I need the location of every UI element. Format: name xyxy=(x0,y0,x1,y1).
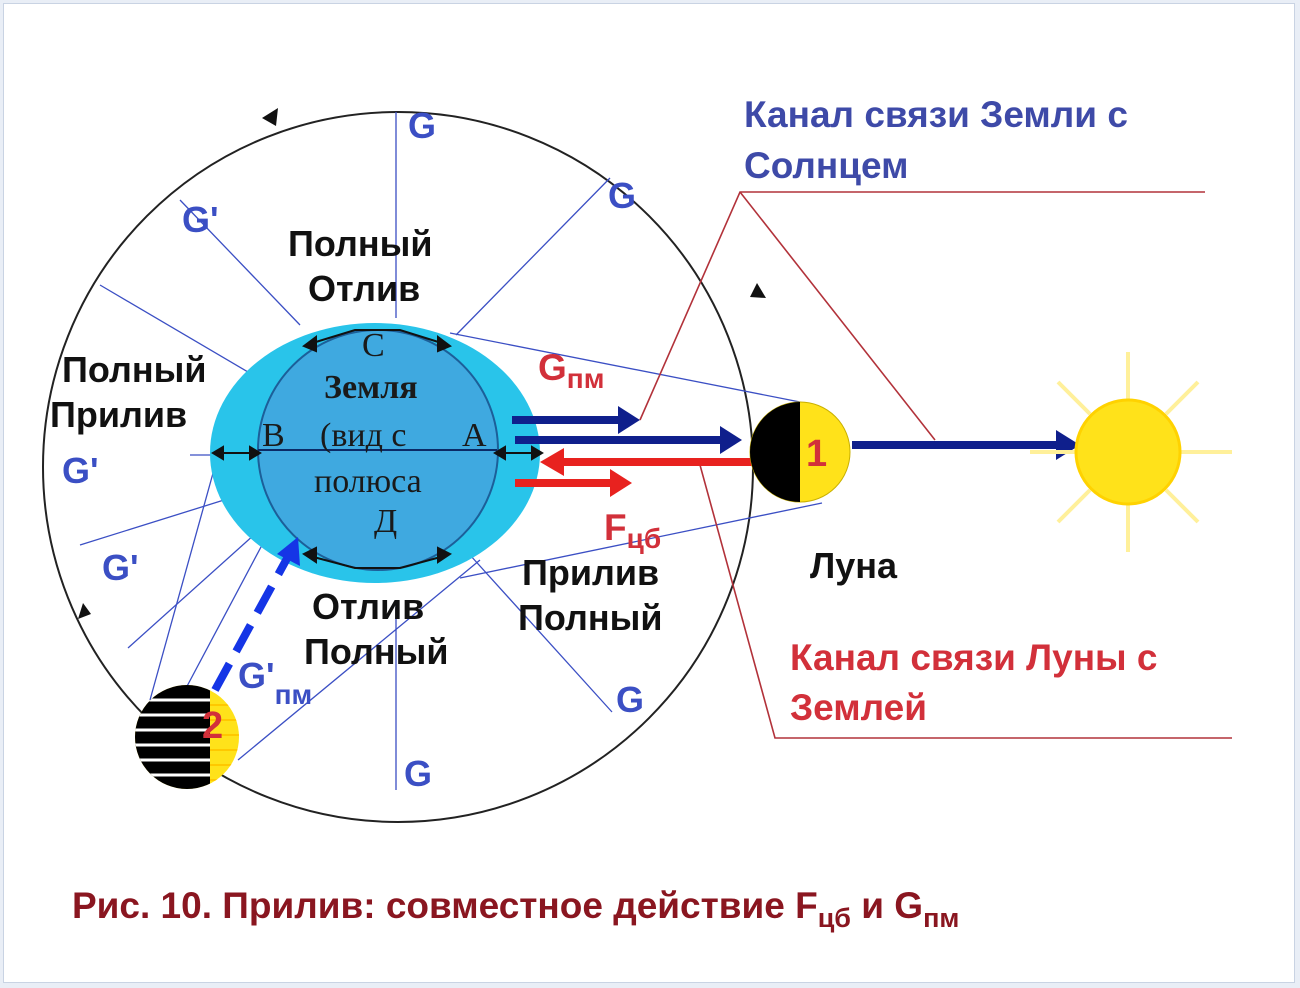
label-g-pm: Gпм xyxy=(538,347,604,394)
label-g-bottom: G xyxy=(404,753,432,794)
label-g-prime-upper-left: G' xyxy=(182,199,219,240)
channel-lines xyxy=(639,191,1232,739)
label-moon: Луна xyxy=(810,545,898,586)
label-g-prime-left: G' xyxy=(62,450,99,491)
label-g-lower-right: G xyxy=(616,679,644,720)
orbit-arrow-right xyxy=(750,283,766,298)
channel-moon-earth-2: Землей xyxy=(790,687,927,728)
earth-label-3: полюса xyxy=(314,463,422,500)
earth-label-1: Земля xyxy=(324,369,418,406)
orbit-arrow-left-lower xyxy=(78,603,91,619)
label-ebb-full-bottom-2: Полный xyxy=(304,631,448,672)
earth-label-2: (вид с xyxy=(320,417,406,454)
label-full-tide-left-1: Полный xyxy=(62,349,206,390)
gpm-arrows xyxy=(512,406,1080,460)
gravity-lines xyxy=(79,112,823,790)
label-f-cb: Fцб xyxy=(604,507,661,554)
fcb-arrows xyxy=(515,448,760,497)
label-g-prime-lower-left: G' xyxy=(102,547,139,588)
figure-caption: Рис. 10. Прилив: совместное действие Fцб… xyxy=(72,885,959,933)
earth-point-a: А xyxy=(462,417,487,454)
sun-rays xyxy=(1030,352,1232,552)
gpm-prime-arrow xyxy=(211,551,294,692)
channel-earth-sun-2: Солнцем xyxy=(744,145,908,186)
label-tide-full-right-2: Полный xyxy=(518,597,662,638)
orbit-arrow-top xyxy=(262,108,278,126)
gpm-prime-arrowhead xyxy=(277,537,300,566)
label-tide-full-right-1: Прилив xyxy=(522,552,659,593)
earth-point-c: С xyxy=(362,327,385,364)
label-ebb-full-bottom-1: Отлив xyxy=(312,586,424,627)
earth-point-b: В xyxy=(262,417,285,454)
channel-earth-sun-1: Канал связи Земли с xyxy=(744,94,1128,135)
moon-1-number: 1 xyxy=(806,433,827,475)
channel-moon-earth-1: Канал связи Луны с xyxy=(790,637,1158,678)
label-full-ebb-top-2: Отлив xyxy=(308,268,420,309)
earth-point-d: Д xyxy=(374,503,397,540)
sun xyxy=(1074,398,1182,506)
bulge-arrows xyxy=(211,329,544,569)
label-g-top: G xyxy=(408,105,436,146)
moon-2-number: 2 xyxy=(202,705,223,747)
label-full-tide-left-2: Прилив xyxy=(50,394,187,435)
label-full-ebb-top-1: Полный xyxy=(288,223,432,264)
label-g-prime-pm: G'пм xyxy=(238,655,312,710)
label-g-upper-right: G xyxy=(608,175,636,216)
moon-1-dark-half xyxy=(750,402,800,502)
